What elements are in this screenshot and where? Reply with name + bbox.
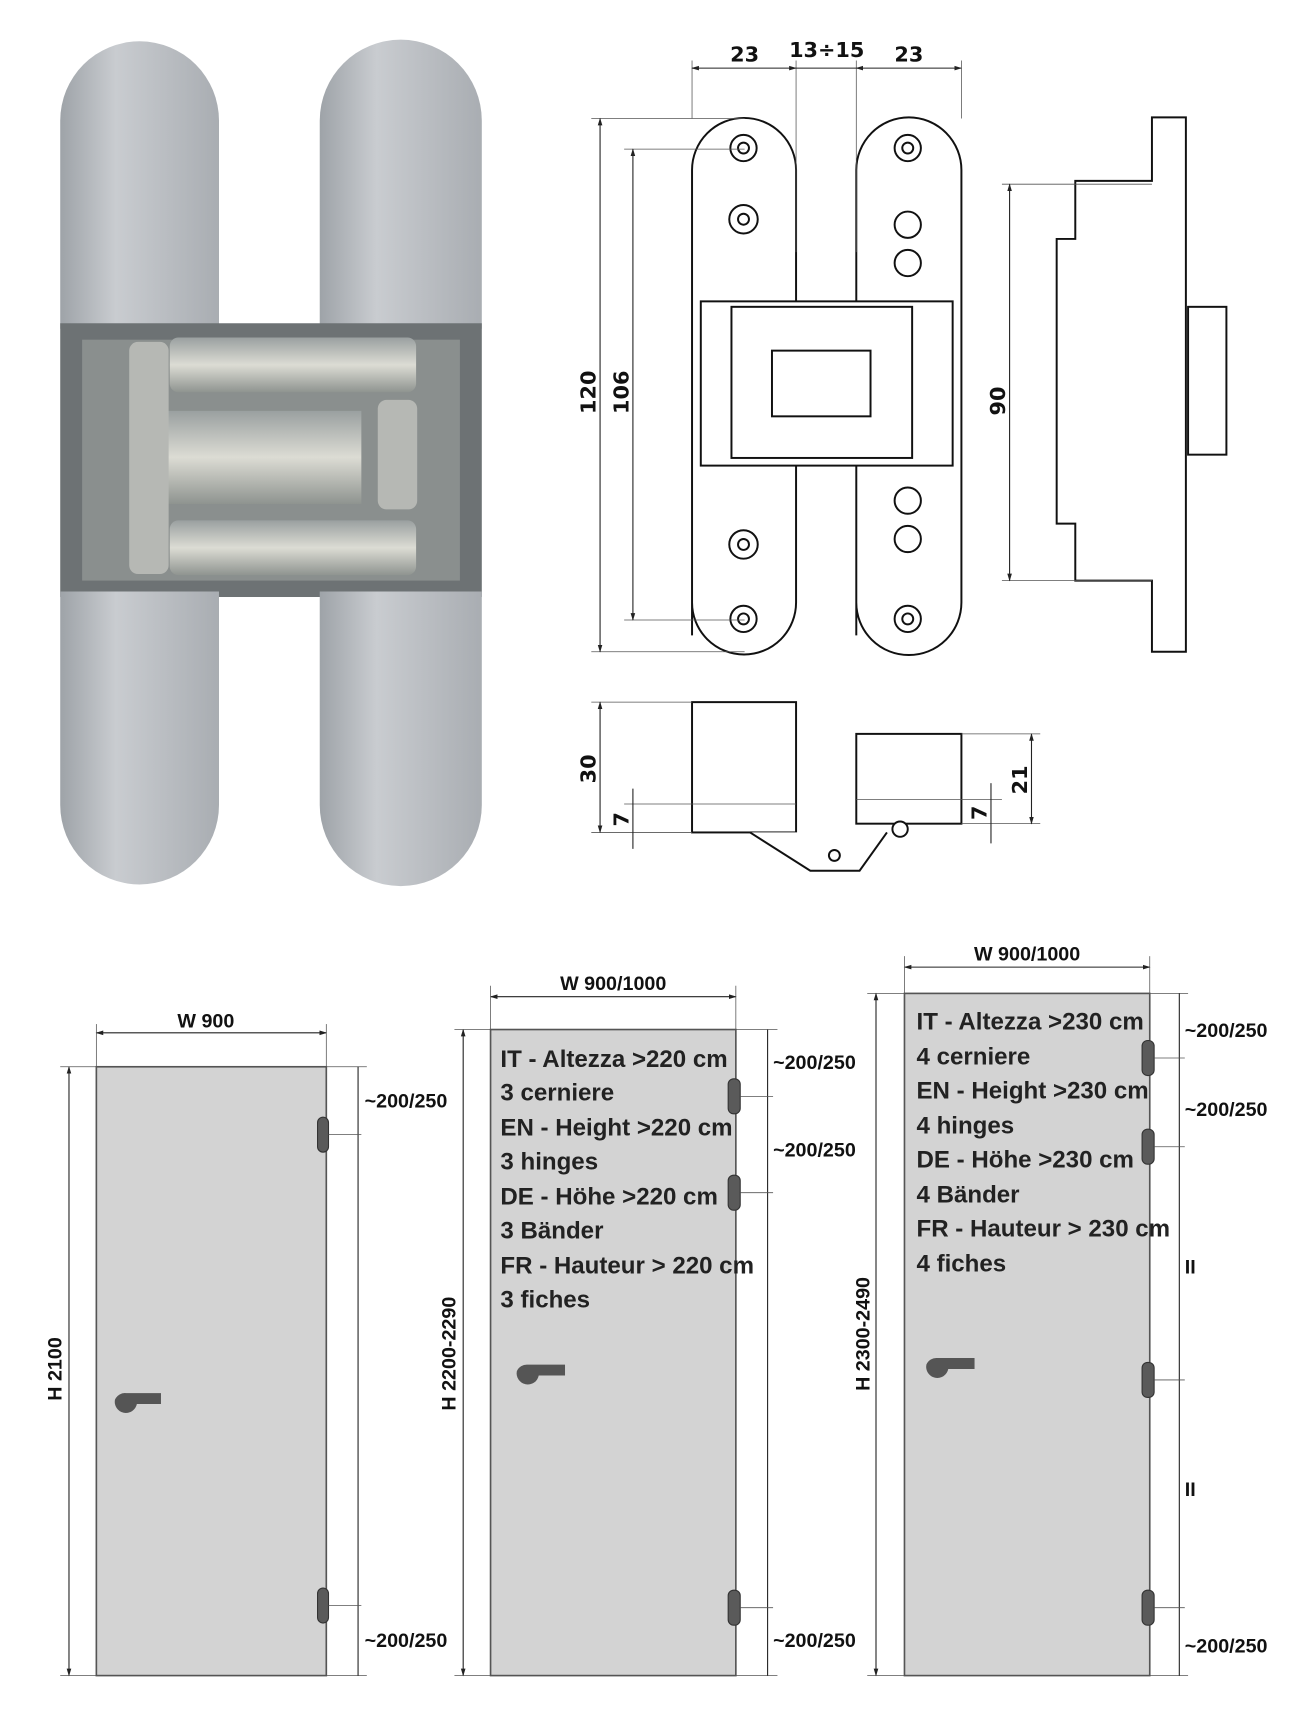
info-line: IT - Altezza >220 cm: [500, 1046, 727, 1073]
width-dim-right: 23: [894, 43, 923, 67]
bottom-right-height-dim: 21: [1008, 765, 1032, 794]
info-line: EN - Height >220 cm: [500, 1115, 732, 1142]
width-dim-left: 23: [730, 43, 759, 67]
hinge-leaf-bottom-left: [60, 591, 219, 885]
info-line: 4 cerniere: [917, 1044, 1031, 1071]
bottom-left-offset-dim: 7: [610, 812, 634, 826]
door-handle-icon: [114, 1393, 161, 1414]
equal-spacing-mark: II: [1185, 1257, 1196, 1279]
door-handle-icon: [926, 1357, 975, 1378]
door-height-label: H 2300-2490: [852, 1277, 874, 1391]
hinge-spacing-top: ~200/250: [773, 1052, 856, 1074]
door-2100: W 900 H 2100 ~200/250 ~200/250: [44, 1010, 448, 1677]
info-line: 3 cerniere: [500, 1080, 614, 1107]
side-height-dim: 90: [986, 387, 1010, 416]
door-width-label: W 900/1000: [560, 973, 666, 995]
hinge-spacing-top: ~200/250: [365, 1090, 448, 1112]
hinge-spacing-bottom: ~200/250: [773, 1630, 856, 1652]
hinge-leaf-top-left: [60, 41, 219, 329]
height-dim-overall: 120: [577, 371, 601, 414]
equal-spacing-mark: II: [1185, 1479, 1196, 1501]
info-line: FR - Hauteur > 230 cm: [917, 1215, 1171, 1242]
info-line: DE - Höhe >230 cm: [917, 1147, 1134, 1174]
bottom-view-drawing: 30 7 21 7: [577, 701, 1041, 872]
hinge-leaf-top-right: [319, 39, 482, 329]
info-line: IT - Altezza >230 cm: [917, 1009, 1144, 1036]
hinge-spacing-second: ~200/250: [1185, 1099, 1268, 1121]
info-line: 4 hinges: [917, 1113, 1015, 1140]
hinge-marker: [317, 1116, 330, 1153]
info-line: 3 Bänder: [500, 1218, 603, 1245]
front-view-drawing: 23 13÷15 23 120 106: [577, 38, 963, 657]
hinge-spacing-second: ~200/250: [773, 1140, 856, 1162]
info-line: 3 fiches: [500, 1287, 590, 1314]
hinge-photo: [60, 39, 482, 887]
door-handle-icon: [516, 1364, 566, 1385]
door-height-label: H 2100: [44, 1337, 66, 1401]
info-line: EN - Height >230 cm: [917, 1078, 1149, 1105]
hinge-spacing-bottom: ~200/250: [365, 1630, 448, 1652]
bottom-left-height-dim: 30: [577, 754, 601, 783]
hinge-leaf-bottom-right: [319, 591, 482, 887]
bottom-right-offset-dim: 7: [968, 805, 992, 819]
info-line: 4 Bänder: [917, 1182, 1020, 1209]
door-height-label: H 2200-2290: [439, 1297, 461, 1411]
door-width-label: W 900/1000: [974, 944, 1080, 966]
door-2200-2290: W 900/1000 H 2200-2290 ~200/250 ~200/250…: [439, 973, 856, 1677]
hinge-spacing-top: ~200/250: [1185, 1020, 1268, 1042]
info-text-block: IT - Altezza >220 cm 3 cerniere EN - Hei…: [500, 1046, 754, 1314]
info-line: 4 fiches: [917, 1251, 1007, 1278]
height-dim-holes: 106: [610, 371, 634, 414]
hinge-spacing-bottom: ~200/250: [1185, 1636, 1268, 1658]
info-line: FR - Hauteur > 220 cm: [500, 1253, 754, 1280]
info-text-block: IT - Altezza >230 cm 4 cerniere EN - Hei…: [917, 1009, 1171, 1278]
door-width-label: W 900: [177, 1010, 234, 1032]
info-line: 3 hinges: [500, 1149, 598, 1176]
door-2300-2490: W 900/1000 H 2300-2490 ~200/250 ~200/250…: [852, 944, 1268, 1677]
info-line: DE - Höhe >220 cm: [500, 1184, 717, 1211]
width-dim-gap: 13÷15: [789, 38, 864, 62]
side-view-drawing: 90: [986, 116, 1228, 653]
hinge-marker: [317, 1587, 330, 1624]
